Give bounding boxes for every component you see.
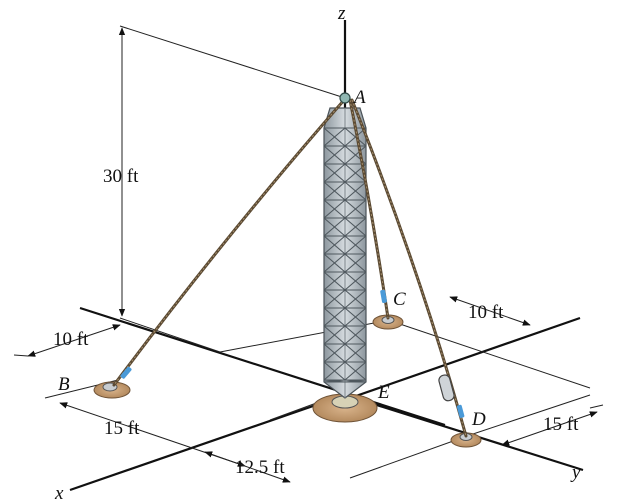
lattice-brace xyxy=(323,217,346,237)
e-to-d-dimension xyxy=(204,451,291,483)
lattice-brace xyxy=(344,145,367,165)
lattice-brace xyxy=(323,235,346,255)
cables xyxy=(112,97,468,438)
lattice-brace xyxy=(323,199,346,219)
lattice-brace xyxy=(323,271,346,291)
lattice-brace xyxy=(344,253,367,273)
x-axis-label: x xyxy=(54,483,64,501)
lattice-brace xyxy=(323,145,346,165)
d-offset-dimension-label: 15 ft xyxy=(543,414,579,435)
lattice-brace xyxy=(344,361,367,381)
lattice-brace xyxy=(344,217,367,237)
cable-fittings xyxy=(120,289,465,418)
lattice-brace xyxy=(323,289,346,309)
lattice-tower xyxy=(323,107,367,399)
z-axis-label: z xyxy=(337,3,346,24)
point-e-label: E xyxy=(377,382,390,403)
grid-line-b xyxy=(79,306,446,427)
b-offset-dimension-label: 10 ft xyxy=(53,329,89,350)
b-offset-dimension xyxy=(27,324,121,357)
x-axis-line xyxy=(69,393,346,492)
c-offset-dimension-label: 10 ft xyxy=(468,302,504,323)
b-to-e-dimension-label: 15 ft xyxy=(104,418,140,439)
lattice-brace xyxy=(344,325,367,345)
anchor-c-pad xyxy=(372,314,404,330)
height-dimension-label: 30 ft xyxy=(103,166,139,187)
point-c-label: C xyxy=(393,289,406,310)
lattice-brace xyxy=(323,343,346,363)
labels: z x y A B C D E 30 ft 10 ft 10 ft 15 ft … xyxy=(53,3,581,501)
d-offset-dimension xyxy=(501,411,598,446)
joint-a xyxy=(339,92,351,104)
lattice-brace xyxy=(344,307,367,327)
point-a-label: A xyxy=(352,87,366,108)
point-d-label: D xyxy=(471,409,486,430)
lattice-brace xyxy=(344,199,367,219)
e-to-d-dimension-label: 12.5 ft xyxy=(235,457,285,478)
lattice-brace xyxy=(344,235,367,255)
turnbuckle xyxy=(438,374,455,402)
lattice-brace xyxy=(323,181,346,201)
lattice-brace xyxy=(323,127,346,147)
lattice-brace xyxy=(344,271,367,291)
lattice-brace xyxy=(344,343,367,363)
lattice-brace xyxy=(323,163,346,183)
lattice-brace xyxy=(323,307,346,327)
dimension-lines xyxy=(13,27,598,483)
lattice-brace xyxy=(323,361,346,381)
point-b-label: B xyxy=(58,374,70,395)
cable-ab xyxy=(112,97,347,387)
lattice-brace xyxy=(323,253,346,273)
grid-line-c xyxy=(329,316,581,407)
anchor-b-pad xyxy=(93,381,131,399)
lattice-brace xyxy=(344,181,367,201)
y-axis-label: y xyxy=(570,462,581,483)
lattice-brace xyxy=(344,127,367,147)
lattice-brace xyxy=(344,289,367,309)
lattice-brace xyxy=(323,325,346,345)
c-offset-dimension xyxy=(449,296,531,326)
anchor-e-pad xyxy=(312,393,378,423)
